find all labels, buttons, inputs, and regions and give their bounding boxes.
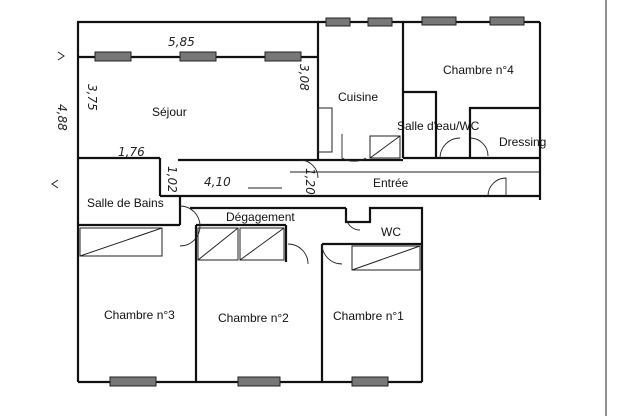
window-chambre3 xyxy=(109,376,157,387)
window-cuisine-1 xyxy=(325,17,351,27)
dim-small-b: 1,02 xyxy=(165,166,179,193)
dim-top-width: 5,85 xyxy=(168,35,195,49)
door-wc xyxy=(345,215,361,231)
room-label-chambre1: Chambre n°1 xyxy=(333,309,404,323)
door-salle-bains xyxy=(179,205,201,247)
closet-chambre2-a xyxy=(197,227,239,261)
shower-diagonal xyxy=(369,135,401,159)
room-label-salle-bains: Salle de Bains xyxy=(87,196,164,210)
window-cuisine-2 xyxy=(367,17,393,27)
door-chambre1 xyxy=(321,243,343,265)
cuisine-counter xyxy=(317,107,333,153)
room-label-entree: Entrée xyxy=(373,176,409,190)
dim-small-c: 1,20 xyxy=(303,168,317,195)
room-label-sejour: Séjour xyxy=(152,105,187,119)
room-label-cuisine: Cuisine xyxy=(338,90,378,104)
room-label-degagement: Dégagement xyxy=(226,210,295,224)
closet-chambre2-b-diag xyxy=(239,227,285,261)
window-chambre1 xyxy=(351,376,389,387)
window-sejour-3 xyxy=(264,51,302,62)
window-chambre4-1 xyxy=(421,16,457,26)
salle-eau-wall xyxy=(403,90,438,158)
room-label-dressing: Dressing xyxy=(499,135,546,149)
dim-arrow-bottom xyxy=(51,179,59,189)
dressing-wall xyxy=(468,106,540,158)
room-label-chambre2: Chambre n°2 xyxy=(218,311,289,325)
dim-small-a: 1,76 xyxy=(118,145,145,159)
room-label-chambre3: Chambre n°3 xyxy=(104,308,175,322)
dimension-marks xyxy=(51,51,282,189)
dim-overall-height: 4,88 xyxy=(55,104,69,131)
sejour-outer-wall xyxy=(76,20,320,160)
window-sejour-1 xyxy=(94,51,132,62)
dim-left-height: 3,75 xyxy=(85,84,99,111)
window-chambre4-2 xyxy=(489,16,525,26)
closet-chambre1-diag xyxy=(351,245,421,271)
bathtub-diagonal xyxy=(79,227,163,257)
fixtures xyxy=(79,107,421,271)
closet-chambre2-a-diag xyxy=(197,227,239,261)
door-entree xyxy=(487,177,507,197)
room-label-wc: WC xyxy=(381,225,401,239)
door-dressing xyxy=(469,137,489,157)
dim-arrow-top xyxy=(57,51,65,61)
closet-chambre2-b xyxy=(239,227,285,261)
window-sejour-2 xyxy=(179,51,217,62)
closet-chambre1 xyxy=(351,245,421,271)
door-salle-eau xyxy=(439,137,461,159)
dim-lower-width: 4,10 xyxy=(204,175,231,189)
doors xyxy=(179,134,507,265)
dim-right-height: 3,08 xyxy=(297,64,311,91)
door-cuisine xyxy=(341,134,367,162)
door-chambre2 xyxy=(287,243,309,265)
shower-tray xyxy=(369,135,401,159)
windows xyxy=(94,16,525,387)
window-chambre2 xyxy=(237,376,281,387)
bathtub xyxy=(79,227,163,257)
room-label-salle-eau: Salle d'eau/WC xyxy=(397,119,480,133)
room-label-chambre4: Chambre n°4 xyxy=(443,63,514,77)
door-sejour xyxy=(299,159,319,179)
